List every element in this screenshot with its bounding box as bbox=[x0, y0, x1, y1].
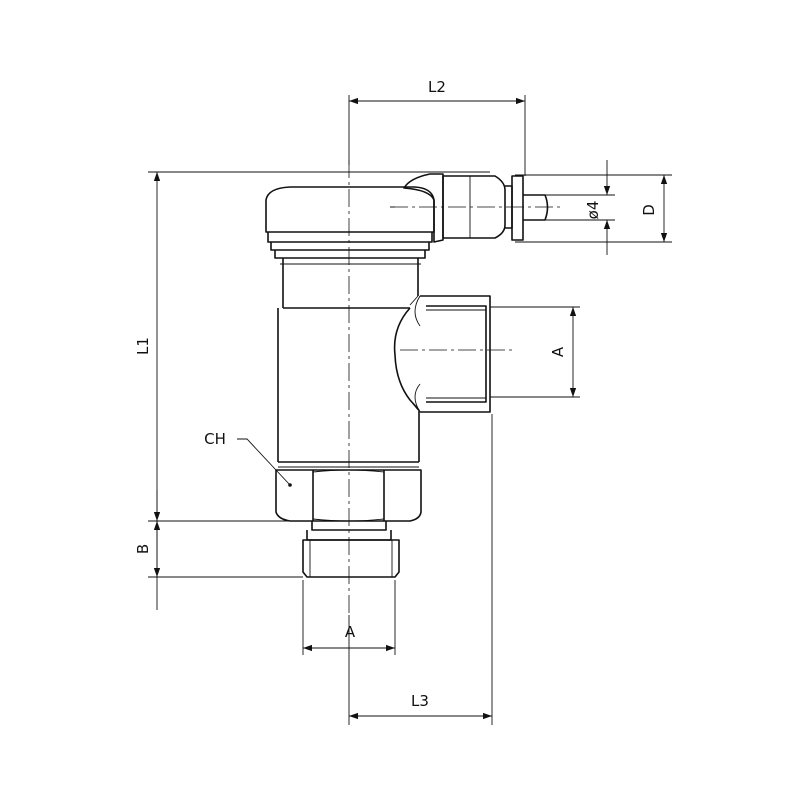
label-b: B bbox=[134, 544, 152, 554]
top-cap bbox=[265, 186, 435, 233]
dimension-lines bbox=[153, 97, 668, 720]
center-lines bbox=[348, 160, 560, 615]
label-l3: L3 bbox=[411, 692, 429, 710]
extension-lines bbox=[148, 95, 672, 725]
ch-leader-line bbox=[237, 438, 291, 486]
label-phi4: ø4 bbox=[584, 201, 602, 220]
side-dome bbox=[393, 307, 420, 411]
upper-body bbox=[282, 258, 419, 308]
tube bbox=[523, 194, 549, 221]
cap-ring bbox=[267, 232, 433, 243]
label-a-side: A bbox=[549, 346, 567, 357]
label-l2: L2 bbox=[428, 78, 446, 96]
collet bbox=[511, 175, 524, 241]
side-outlet bbox=[420, 295, 491, 413]
dimension-labels: L2 L1 B A L3 A D ø4 CH bbox=[134, 78, 658, 710]
main-cylinder bbox=[277, 308, 420, 462]
bottom-stem bbox=[311, 521, 387, 531]
label-l1: L1 bbox=[134, 337, 152, 355]
valve-body bbox=[265, 186, 491, 578]
label-ch: CH bbox=[204, 430, 226, 448]
fitting-body bbox=[442, 175, 506, 239]
label-a-bottom: A bbox=[345, 623, 356, 641]
hex-nut bbox=[275, 469, 422, 522]
elbow bbox=[403, 173, 444, 243]
label-d: D bbox=[640, 204, 658, 216]
